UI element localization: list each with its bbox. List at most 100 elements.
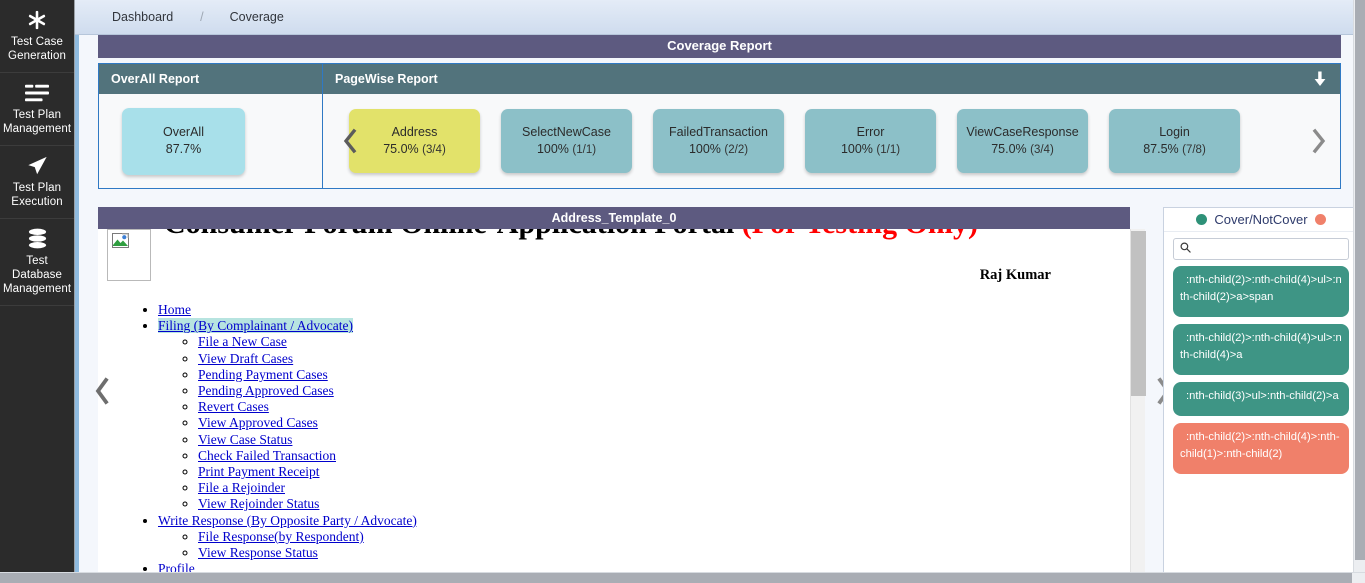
tile-fraction: (3/4) (1030, 143, 1054, 156)
site-nav-link[interactable]: Filing (By Complainant / Advocate) (158, 318, 353, 334)
site-subnav-item: Print Payment Receipt (198, 464, 1130, 480)
site-subnav-link[interactable]: View Approved Cases (198, 415, 318, 431)
search-icon (1180, 240, 1191, 258)
tile-percent: 100% (688, 141, 721, 156)
tile-percent: 87.5% (1143, 141, 1179, 156)
site-nav-item: Write Response (By Opposite Party / Advo… (158, 513, 1130, 562)
tile-value: 100% (2/2) (689, 141, 748, 159)
selector-search-input[interactable] (1196, 243, 1342, 255)
template-preview-frame: Consumer Forum Online-Application Portal… (98, 229, 1130, 575)
broken-image-icon (107, 229, 151, 281)
site-navigation: HomeFiling (By Complainant / Advocate)Fi… (107, 302, 1130, 575)
site-title-text: Consumer Forum Online-Application Portal (164, 229, 734, 240)
site-nav-link[interactable]: Write Response (By Opposite Party / Advo… (158, 512, 417, 528)
pagewise-tile[interactable]: Login 87.5% (7/8) (1109, 109, 1240, 173)
tile-percent: 100% (840, 141, 873, 156)
site-subnav-link[interactable]: File a New Case (198, 334, 287, 350)
download-arrow-icon[interactable] (1313, 71, 1327, 87)
selector-search-box[interactable] (1173, 238, 1349, 260)
tile-name: Error (856, 124, 885, 139)
scrollbar-thumb[interactable] (1131, 231, 1146, 396)
site-subnav-link[interactable]: Pending Approved Cases (198, 383, 334, 399)
tile-value: 87.5% (7/8) (1143, 141, 1206, 159)
tile-fraction: (1/1) (572, 143, 597, 156)
site-subnav-list: File a New CaseView Draft CasesPending P… (158, 334, 1130, 512)
tile-name: Login (1159, 124, 1190, 139)
pagewise-next-chevron-right-icon[interactable] (1310, 128, 1327, 154)
site-subnav-item: File Response(by Respondent) (198, 529, 1130, 545)
breadcrumb-separator: / (200, 10, 204, 24)
preview-prev-chevron-left-icon[interactable] (89, 207, 115, 575)
site-subnav-link[interactable]: File Response(by Respondent) (198, 528, 364, 544)
window-vertical-scrollbar[interactable] (1353, 0, 1365, 572)
asterisk-icon (3, 8, 71, 32)
tile-fraction: (7/8) (1182, 143, 1206, 156)
site-subnav-link[interactable]: Revert Cases (198, 399, 269, 415)
site-nav-link[interactable]: Home (158, 302, 191, 317)
content-zone: Address_Template_0 (95, 207, 1353, 575)
site-subnav-link[interactable]: View Case Status (198, 431, 293, 447)
overall-report-header: OverAll Report (99, 64, 322, 94)
site-subnav-link[interactable]: Print Payment Receipt (198, 464, 320, 480)
pagewise-tile[interactable]: Error 100% (1/1) (805, 109, 936, 173)
tile-percent: 75.0% (991, 141, 1027, 156)
site-subnav-link[interactable]: View Draft Cases (198, 350, 294, 366)
tile-name: Address (391, 124, 438, 139)
scrollbar-thumb[interactable] (0, 573, 1352, 583)
pagewise-prev-chevron-left-icon[interactable] (342, 128, 359, 154)
breadcrumb: Dashboard / Coverage (75, 0, 1365, 35)
database-icon (3, 227, 71, 251)
preview-vertical-scrollbar[interactable] (1130, 229, 1146, 575)
main-content: Coverage Report OverAll Report OverAll 8… (75, 35, 1353, 575)
server-list-icon (3, 81, 71, 105)
site-subnav-link[interactable]: Check Failed Transaction (198, 447, 336, 463)
site-subnav-link[interactable]: View Rejoinder Status (198, 496, 320, 512)
window-horizontal-scrollbar[interactable] (0, 572, 1365, 583)
site-subnav-list: File Response(by Respondent)View Respons… (158, 529, 1130, 561)
site-title-suffix: (For Testing Only) (742, 229, 978, 240)
site-nav-item: Profile (158, 561, 1130, 575)
site-subnav-link[interactable]: Pending Payment Cases (198, 366, 328, 382)
site-header: Consumer Forum Online-Application Portal… (107, 229, 1130, 284)
pagewise-report-header: PageWise Report (323, 64, 1340, 94)
site-subnav-link[interactable]: File a Rejoinder (198, 480, 285, 496)
site-subnav-item: View Draft Cases (198, 351, 1130, 367)
overall-coverage-tile[interactable]: OverAll 87.7% (122, 107, 245, 175)
tile-value: 75.0% (3/4) (991, 141, 1054, 159)
site-subnav-item: File a Rejoinder (198, 480, 1130, 496)
site-subnav-link[interactable]: View Response Status (198, 545, 318, 561)
selector-item[interactable]: :nth-child(3)>ul>:nth-child(2)>a (1173, 382, 1349, 416)
site-nav-link[interactable]: Profile (158, 561, 195, 575)
tile-name: OverAll (163, 125, 204, 139)
selector-list: :nth-child(2)>:nth-child(4)>ul>:nth-chil… (1164, 260, 1353, 574)
tile-name: SelectNewCase (522, 124, 611, 139)
tile-value: 87.7% (165, 142, 202, 156)
selector-item[interactable]: :nth-child(2)>:nth-child(4)>ul>:nth-chil… (1173, 324, 1349, 375)
selector-panel: Cover/NotCover :nth-child(2)>:nth-child(… (1163, 207, 1353, 575)
breadcrumb-coverage[interactable]: Coverage (229, 10, 284, 24)
template-title: Address_Template_0 (98, 207, 1130, 229)
pagewise-report-title: PageWise Report (335, 72, 438, 86)
selector-item[interactable]: :nth-child(2)>:nth-child(4)>ul>:nth-chil… (1173, 266, 1349, 317)
site-subnav-item: View Approved Cases (198, 415, 1130, 431)
breadcrumb-dashboard[interactable]: Dashboard (112, 10, 174, 24)
tile-fraction: (1/1) (876, 143, 901, 156)
selector-item[interactable]: :nth-child(2)>:nth-child(4)>:nth-child(1… (1173, 423, 1349, 474)
overall-report-body: OverAll 87.7% (99, 94, 322, 188)
notcover-legend-dot-icon (1314, 214, 1326, 225)
site-subnav-item: View Rejoinder Status (198, 496, 1130, 512)
site-nav-item: Home (158, 302, 1130, 318)
site-user-name: Raj Kumar (979, 267, 1051, 283)
scrollbar-thumb[interactable] (1355, 0, 1365, 560)
tile-fraction: (3/4) (422, 143, 446, 156)
